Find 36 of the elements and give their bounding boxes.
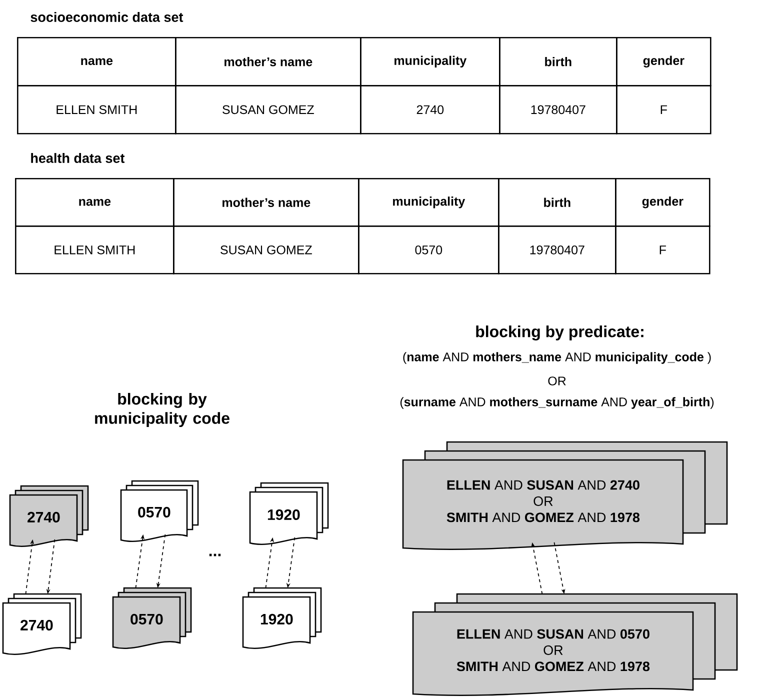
heading: blocking by municipality code	[95, 392, 230, 428]
ellipsis: ...	[209, 554, 221, 556]
table-header-cell: mother’s name	[173, 178, 360, 227]
predicate-line: (surname AND mothers_surname AND year_of_birth)	[400, 397, 714, 409]
document-stack: ELLEN AND SUSAN AND 0570 OR SMITH AND GOMEZ AND 1978	[412, 593, 738, 696]
table-cell: 0570	[358, 226, 500, 274]
predicate-line: (name AND mothers_name AND municipality_code )	[403, 352, 711, 364]
table-header-cell: name	[15, 178, 174, 227]
table-header-cell: gender	[615, 178, 710, 227]
table-title: health data set	[31, 153, 125, 163]
table-header-cell: municipality	[360, 37, 500, 86]
table-cell: F	[615, 226, 710, 274]
document-stack: 1920	[242, 587, 322, 650]
document-stack: ELLEN AND SUSAN AND 2740 OR SMITH AND GOMEZ AND 1978	[402, 441, 728, 550]
table-cell: 19780407	[499, 85, 618, 134]
table-cell: 19780407	[498, 226, 616, 274]
document-stack: 0570	[112, 587, 192, 650]
table-header-cell: gender	[616, 37, 712, 86]
table-header-cell: birth	[499, 37, 618, 86]
table-cell: SUSAN GOMEZ	[175, 85, 362, 134]
table-header-cell: municipality	[358, 178, 500, 227]
table-cell: ELLEN SMITH	[15, 226, 174, 274]
document-stack: 2740	[9, 485, 89, 548]
table-cell: F	[616, 85, 712, 134]
table-header-cell: birth	[498, 178, 616, 227]
heading: blocking by predicate:	[476, 326, 644, 340]
predicate-line: OR	[548, 376, 566, 386]
table-cell: SUSAN GOMEZ	[173, 226, 360, 274]
document-stack: 0570	[120, 480, 199, 542]
document-stack: 2740	[2, 593, 82, 656]
table-title: socioeconomic data set	[30, 12, 184, 22]
table-header-cell: mother’s name	[175, 37, 362, 86]
table-cell: ELLEN SMITH	[17, 85, 176, 134]
table-cell: 2740	[360, 85, 500, 134]
table-header-cell: name	[17, 37, 176, 86]
document-stack: 1920	[249, 482, 329, 546]
